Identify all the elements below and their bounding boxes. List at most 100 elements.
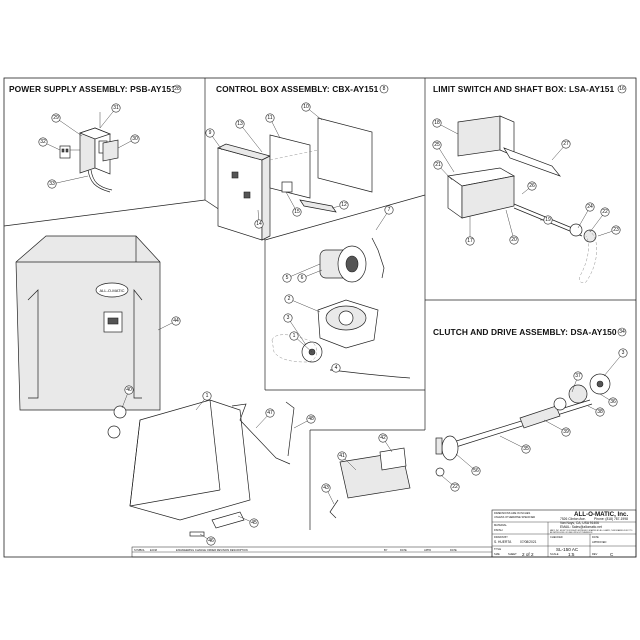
callout-circle xyxy=(51,113,61,123)
callout-limit_switch-18: 18 xyxy=(432,118,459,135)
callout-frame-45: 45 xyxy=(237,515,259,528)
callout-number: 4 xyxy=(335,365,338,371)
tb-notice: THE INFORMATION DISCLOSED HEREIN WAS ORI… xyxy=(550,529,633,534)
power-supply-illustration xyxy=(59,112,119,193)
callout-circle xyxy=(205,128,215,138)
callout-circle xyxy=(292,207,302,217)
callout-number: 40 xyxy=(126,387,132,393)
callout-limit_switch-21: 21 xyxy=(433,160,453,181)
callout-motor_gear-7: 7 xyxy=(375,205,394,231)
clutch-drive-header: CLUTCH AND DRIVE ASSEMBLY: DSA-AY150 34 xyxy=(433,327,627,337)
callout-number: 36 xyxy=(610,399,616,405)
divider-motor-top xyxy=(264,194,426,241)
callout-number: 31 xyxy=(113,105,119,111)
tb-sheet-label: SHEET xyxy=(508,552,517,556)
callout-number: 21 xyxy=(435,162,441,168)
callout-number: 25 xyxy=(434,142,440,148)
callout-circle xyxy=(432,140,442,150)
control-box-ref: 8 xyxy=(383,86,386,92)
callout-number: 12 xyxy=(341,202,347,208)
callout-circle xyxy=(124,385,134,395)
callout-number: 6 xyxy=(301,275,304,281)
callout-board-42: 42 xyxy=(378,433,393,453)
callout-circle xyxy=(600,207,610,217)
callout-motor_gear-5: 5 xyxy=(282,263,321,283)
callout-circle xyxy=(471,466,481,476)
callout-limit_switch-22: 22 xyxy=(589,207,610,233)
tb-address1: 7526 Clinton Ave. xyxy=(560,517,586,521)
callout-circle xyxy=(331,363,341,373)
callout-number: 22 xyxy=(452,484,458,490)
limit-switch-title: LIMIT SWITCH AND SHAFT BOX: LSA-AY151 xyxy=(433,84,615,94)
rev-col-header: DATE xyxy=(450,548,457,552)
callout-circle xyxy=(337,451,347,461)
callout-circle xyxy=(611,225,621,235)
callout-clutch_drive-56: 56 xyxy=(455,453,481,476)
callout-circle xyxy=(595,407,605,417)
callout-circle xyxy=(249,518,259,528)
tb-address2: Van Nuys, CA, USA 91406 xyxy=(560,521,599,525)
control-box-illustration xyxy=(217,117,373,241)
callout-motor_gear-6: 6 xyxy=(297,269,323,283)
callout-clutch_drive-22: 22 xyxy=(441,475,460,492)
callout-number: 7 xyxy=(388,207,391,213)
callout-leader xyxy=(239,123,263,153)
limit-switch-header: LIMIT SWITCH AND SHAFT BOX: LSA-AY151 16 xyxy=(433,84,627,94)
callout-motor_gear-1: 1 xyxy=(289,331,313,353)
callout-circle xyxy=(171,316,181,326)
operator-housing-illustration: ALL-O-MATIC xyxy=(15,235,161,411)
callout-number: 56 xyxy=(473,468,479,474)
callout-circle xyxy=(585,202,595,212)
callout-limit_switch-24: 24 xyxy=(577,202,595,229)
control-box-title: CONTROL BOX ASSEMBLY: CBX-AY151 xyxy=(216,84,379,94)
callout-number: 39 xyxy=(563,429,569,435)
tb-finish: FINISH xyxy=(494,528,503,532)
callout-leader xyxy=(51,175,89,185)
callout-number: 22 xyxy=(602,209,608,215)
callout-motor_gear-2: 2 xyxy=(284,294,321,313)
callout-circle xyxy=(289,331,299,341)
callout-circle xyxy=(618,348,628,358)
callout-power_supply-33: 33 xyxy=(47,175,89,189)
limit-switch-ref: 16 xyxy=(619,86,625,92)
callout-circle xyxy=(235,119,245,129)
callout-leader xyxy=(436,144,455,173)
callout-motor_gear-4: 4 xyxy=(329,363,341,373)
tb-dims: DIMENSIONS ARE IN INCHES xyxy=(494,511,530,515)
callout-motor_gear-3: 3 xyxy=(283,313,307,346)
title-block: ALL-O-MATIC, Inc. 7526 Clinton Ave. Phon… xyxy=(491,509,637,558)
callout-number: 41 xyxy=(339,453,345,459)
callout-frame-40: 40 xyxy=(121,385,134,409)
callout-clutch_drive-39: 39 xyxy=(543,419,571,437)
callout-number: 19 xyxy=(545,217,551,223)
callout-number: 15 xyxy=(294,209,300,215)
tb-sheet-value: 2 of 2 xyxy=(522,552,534,557)
rev-col-header: BY xyxy=(384,548,388,552)
tb-material: MATERIAL xyxy=(494,523,507,527)
callout-frame-44: 44 xyxy=(157,316,181,331)
callout-number: 46 xyxy=(208,538,214,544)
callout-limit_switch-19: 19 xyxy=(540,215,553,225)
callout-number: 38 xyxy=(597,409,603,415)
base-frame-illustration xyxy=(107,399,295,537)
callout-number: 17 xyxy=(467,238,473,244)
callout-circle xyxy=(561,427,571,437)
callout-leader xyxy=(603,352,624,377)
callout-clutch_drive-3: 3 xyxy=(603,348,628,377)
power-supply-ref: 28 xyxy=(174,86,180,92)
tb-company: ALL-O-MATIC, Inc. xyxy=(574,511,628,518)
callout-number: 45 xyxy=(251,520,257,526)
callout-number: 10 xyxy=(303,104,309,110)
callout-circle xyxy=(509,235,519,245)
callout-limit_switch-20: 20 xyxy=(505,209,519,245)
callout-number: 18 xyxy=(434,120,440,126)
tb-date: DATE xyxy=(592,535,599,539)
callout-number: 29 xyxy=(53,115,59,121)
callout-circle xyxy=(111,103,121,113)
callout-number: 32 xyxy=(40,139,46,145)
callout-circle xyxy=(265,113,275,123)
callout-number: 23 xyxy=(613,227,619,233)
tb-tolerances: UNLESS OTHERWISE SPECIFIED xyxy=(494,515,535,519)
